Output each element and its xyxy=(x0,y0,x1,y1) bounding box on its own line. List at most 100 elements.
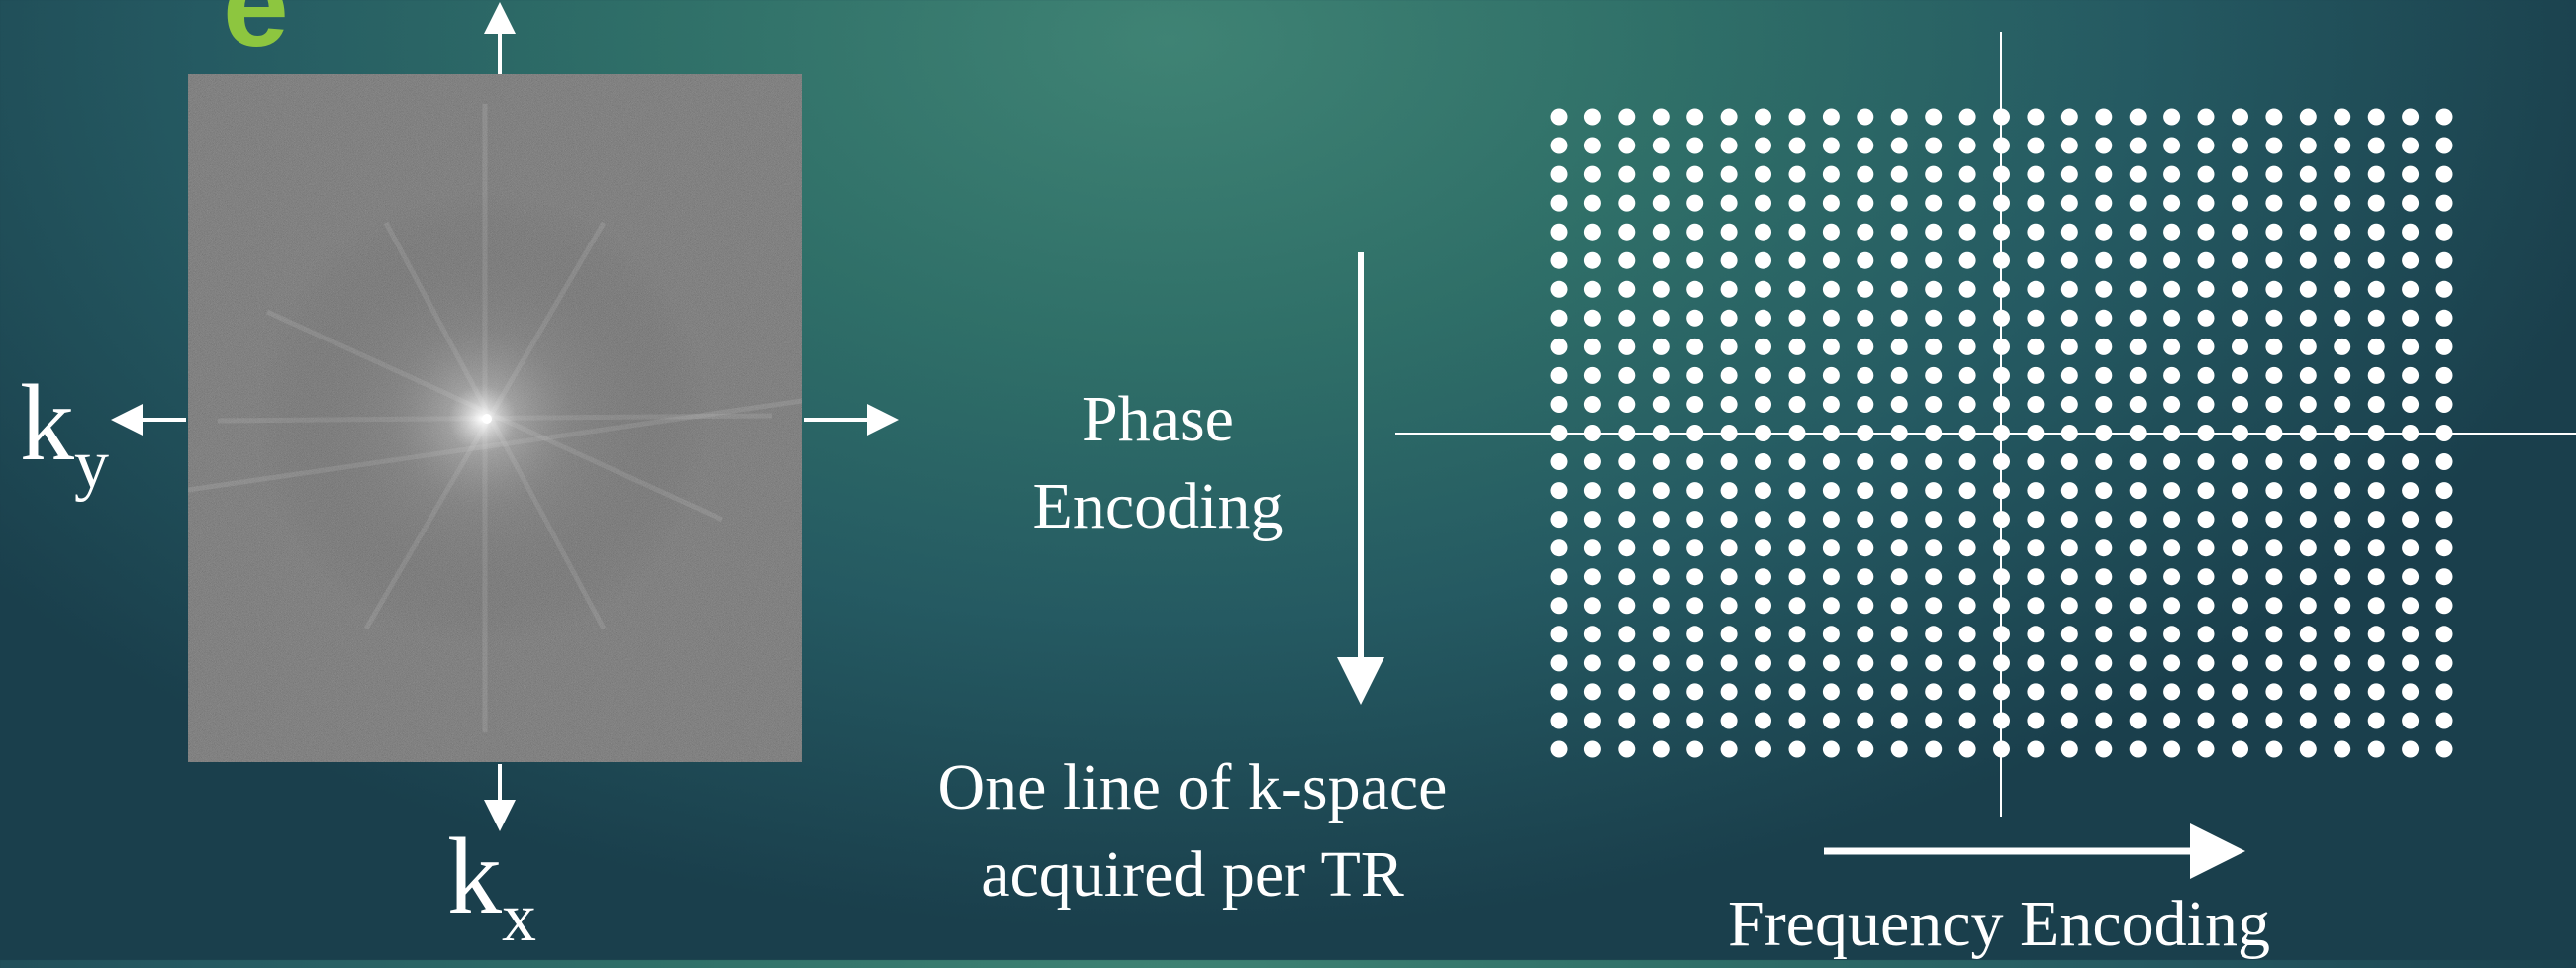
kspace-sample-dot xyxy=(1720,482,1738,500)
kspace-sample-dot xyxy=(1550,223,1568,241)
kspace-sample-dot xyxy=(2265,223,2283,241)
kspace-sample-dot xyxy=(1890,626,1908,643)
kspace-sample-dot xyxy=(1788,568,1806,586)
kspace-sample-dot xyxy=(1618,108,1636,126)
kspace-sample-dot xyxy=(2367,108,2385,126)
kspace-sample-dot xyxy=(2163,366,2181,384)
kspace-sample-dot xyxy=(2163,539,2181,557)
kspace-sample-dot xyxy=(1583,396,1601,413)
kspace-sample-dot xyxy=(2299,396,2317,413)
kspace-sample-dot xyxy=(1890,511,1908,529)
kspace-sample-dot xyxy=(1720,194,1738,212)
kspace-sample-dot xyxy=(2027,137,2045,154)
kspace-sample-dot xyxy=(2197,482,2215,500)
kspace-sample-dot xyxy=(2265,539,2283,557)
kspace-sample-dot xyxy=(2232,453,2248,470)
kspace-sample-dot xyxy=(1686,251,1704,269)
kspace-sample-dot xyxy=(2265,511,2283,529)
kspace-sample-dot xyxy=(2060,511,2078,529)
kspace-sample-dot xyxy=(1857,425,1874,441)
kspace-sample-dot xyxy=(2163,251,2181,269)
kspace-sample-dot xyxy=(1958,251,1976,269)
kspace-sample-dot xyxy=(1857,654,1874,672)
kspace-sample-dot xyxy=(1822,683,1840,701)
kspace-sample-dot xyxy=(1890,223,1908,241)
kspace-sample-dot xyxy=(2435,280,2453,298)
kspace-sample-dot xyxy=(2265,453,2283,470)
kspace-sample-dot xyxy=(1755,654,1771,672)
kspace-sample-dot xyxy=(2367,425,2385,441)
kspace-sample-dot xyxy=(2163,712,2181,729)
kspace-sample-dot xyxy=(1755,425,1771,441)
kspace-sample-dot xyxy=(2402,194,2420,212)
kspace-sample-dot xyxy=(2334,194,2351,212)
kspace-sample-dot xyxy=(2197,712,2215,729)
kspace-sample-dot xyxy=(2027,683,2045,701)
kspace-sample-dot xyxy=(2232,740,2248,758)
kspace-sample-dot xyxy=(1686,223,1704,241)
kspace-sample-dot xyxy=(2095,251,2113,269)
kspace-sample-dot xyxy=(1890,712,1908,729)
kspace-sample-dot xyxy=(1583,338,1601,355)
kspace-sample-dot xyxy=(2027,396,2045,413)
kspace-sample-dot xyxy=(1720,309,1738,327)
kspace-sample-dot xyxy=(1720,165,1738,183)
kspace-sample-dot xyxy=(1755,453,1771,470)
kspace-sample-dot xyxy=(2095,597,2113,615)
kspace-sample-dot xyxy=(2095,539,2113,557)
kspace-sample-dot xyxy=(1652,137,1670,154)
kspace-sample-dot xyxy=(2299,482,2317,500)
kspace-sample-dot xyxy=(1583,251,1601,269)
kspace-sample-dot xyxy=(2265,597,2283,615)
kspace-sample-dot xyxy=(1652,597,1670,615)
kspace-sample-dot xyxy=(1857,366,1874,384)
kspace-sample-dot xyxy=(1755,482,1771,500)
kspace-sample-dot xyxy=(2060,396,2078,413)
kspace-sample-dot xyxy=(1550,568,1568,586)
kspace-sample-dot xyxy=(2435,453,2453,470)
kspace-sample-dot xyxy=(1788,108,1806,126)
kspace-sample-dot xyxy=(2299,338,2317,355)
kspace-sample-dot xyxy=(1890,740,1908,758)
kspace-sample-dot xyxy=(1583,108,1601,126)
kspace-sample-dot xyxy=(1993,251,2010,269)
kspace-sample-dot xyxy=(1993,396,2010,413)
kspace-sample-dot xyxy=(1822,712,1840,729)
kspace-sample-dot xyxy=(1583,223,1601,241)
kspace-sample-dot xyxy=(1618,539,1636,557)
kspace-sample-dot xyxy=(2129,626,2147,643)
kspace-sample-dot xyxy=(2435,597,2453,615)
kspace-sample-dot xyxy=(2129,740,2147,758)
kspace-sample-dot xyxy=(1755,280,1771,298)
kspace-sample-dot xyxy=(1788,396,1806,413)
kspace-sample-dot xyxy=(1686,137,1704,154)
kspace-sample-dot xyxy=(2027,251,2045,269)
kspace-sample-dot xyxy=(1857,453,1874,470)
kspace-sample-dot xyxy=(2197,366,2215,384)
kspace-sample-dot xyxy=(1822,366,1840,384)
kspace-sample-dot xyxy=(2435,366,2453,384)
kspace-sample-dot xyxy=(1925,165,1943,183)
kspace-sample-dot xyxy=(1993,683,2010,701)
kspace-sample-dot xyxy=(2232,309,2248,327)
kspace-sample-dot xyxy=(2129,511,2147,529)
kspace-sample-dot xyxy=(2232,539,2248,557)
kspace-sample-dot xyxy=(2402,712,2420,729)
kspace-sample-dot xyxy=(1618,223,1636,241)
kspace-sample-dot xyxy=(2232,338,2248,355)
kspace-sample-dot xyxy=(1618,740,1636,758)
kspace-sample-dot xyxy=(1686,626,1704,643)
kspace-sample-dot xyxy=(1788,597,1806,615)
kspace-sample-dot xyxy=(2435,137,2453,154)
kspace-sample-dot xyxy=(1652,740,1670,758)
kspace-sample-dot xyxy=(1583,740,1601,758)
kspace-sample-dot xyxy=(2197,396,2215,413)
kspace-sample-dot xyxy=(1720,626,1738,643)
kspace-sample-dot xyxy=(1822,108,1840,126)
kspace-sample-dot xyxy=(2129,654,2147,672)
kspace-sample-dot xyxy=(2129,309,2147,327)
kspace-sample-dot xyxy=(2265,108,2283,126)
kspace-sample-dot xyxy=(1550,165,1568,183)
kspace-sample-dot xyxy=(1652,453,1670,470)
kspace-sample-dot xyxy=(1890,280,1908,298)
